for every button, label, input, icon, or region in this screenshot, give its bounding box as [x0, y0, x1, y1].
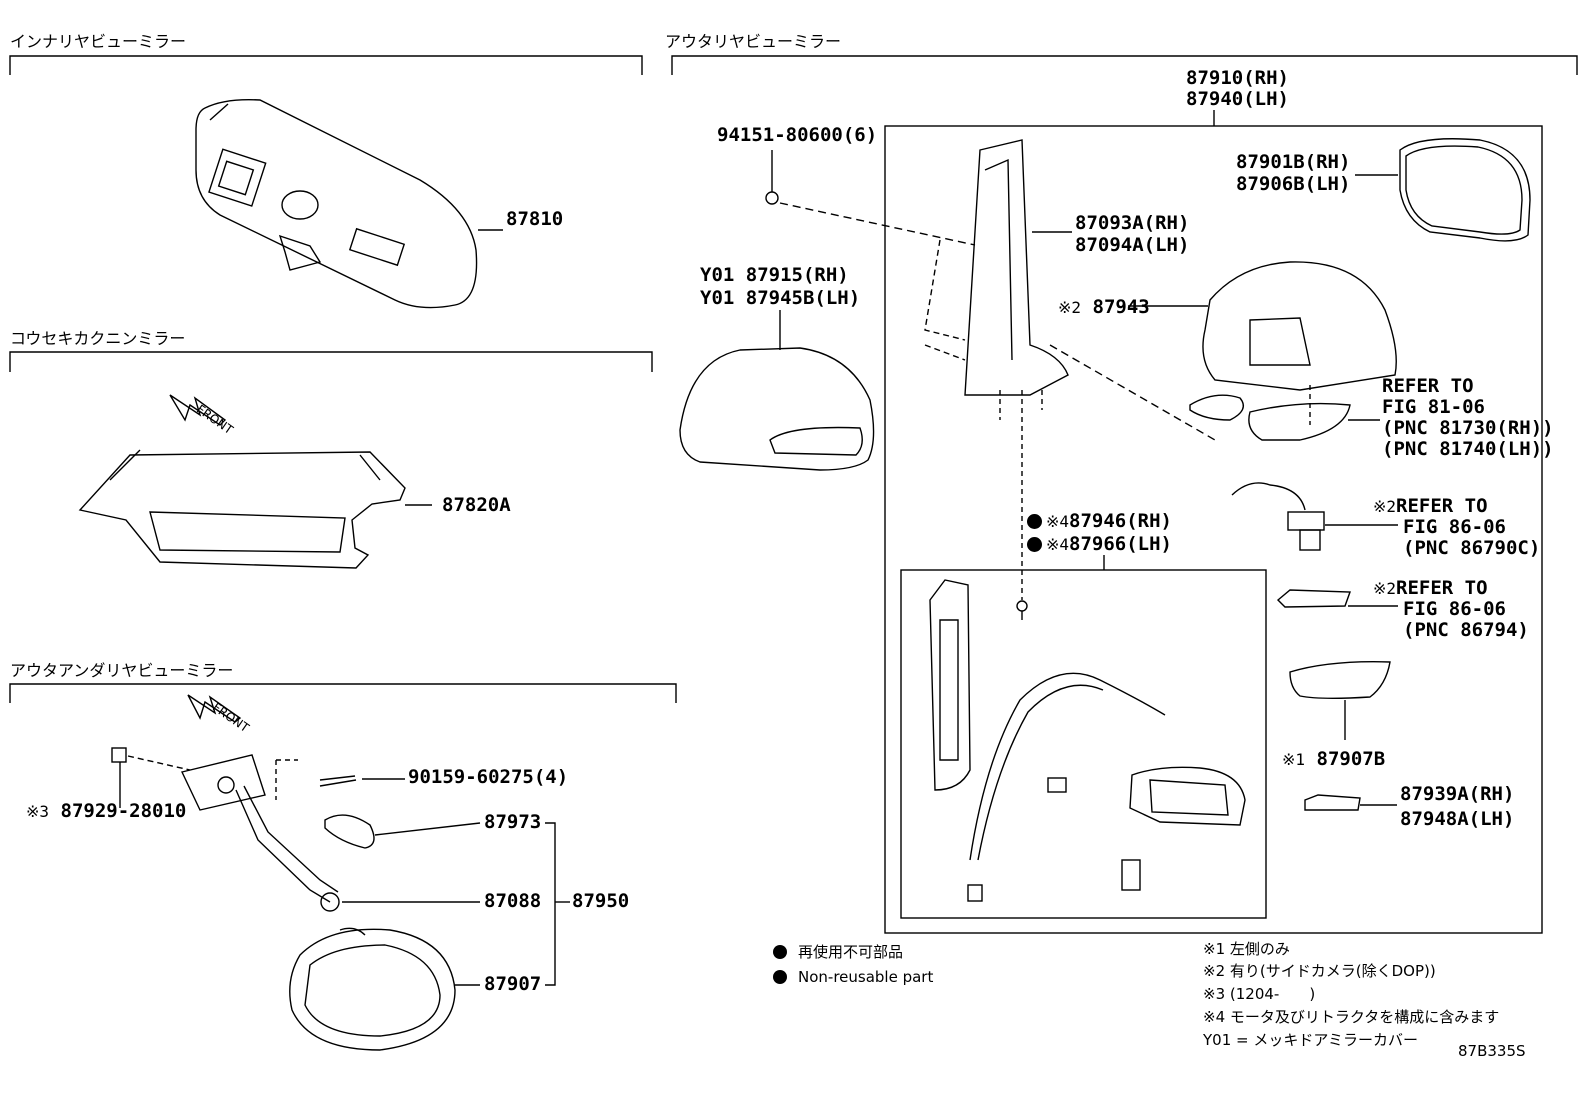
non-reusable-dot — [1027, 514, 1042, 529]
part-label: 87906B(LH) — [1236, 173, 1351, 195]
section-title-outer-mirror: アウタリヤビューミラー — [665, 32, 842, 51]
part-label-87946: ※487946(RH) — [1027, 510, 1172, 533]
refer-label: ※2REFER TO — [1373, 495, 1488, 518]
part-number: 87907B — [1316, 748, 1386, 770]
part-label: 87901B(RH) — [1236, 151, 1351, 173]
under-mirror-drawing — [111, 694, 570, 1051]
part-label: 87907 — [484, 973, 542, 995]
section-title-check-mirror: コウセキカクニンミラー — [10, 329, 186, 348]
part-number: 87946(RH) — [1069, 510, 1172, 532]
check-mirror-drawing — [78, 394, 432, 569]
section-title-under-mirror: アウタアンダリヤビューミラー — [10, 661, 234, 680]
figure-code: 87B335S — [1458, 1042, 1526, 1060]
note-marker: ※4 — [1046, 535, 1070, 554]
refer-label: (PNC 86794) — [1403, 619, 1529, 641]
refer-label: FIG 86-06 — [1403, 598, 1506, 620]
refer-text: REFER TO — [1396, 577, 1488, 599]
part-label: 90159-60275(4) — [408, 766, 569, 788]
refer-label: (PNC 81730(RH)) — [1382, 417, 1554, 439]
note-marker: ※2 — [1058, 298, 1082, 317]
part-label: 87094A(LH) — [1075, 234, 1190, 256]
part-number: 87943 — [1092, 296, 1150, 318]
part-label: 87088 — [484, 890, 542, 912]
note-marker: ※3 — [26, 802, 50, 821]
refer-text: REFER TO — [1396, 495, 1488, 517]
part-label: 87820A — [442, 494, 511, 516]
footnote: ※2 有り(サイドカメラ(除くDOP)) — [1203, 962, 1436, 980]
part-label: 87810 — [506, 208, 564, 230]
part-label-87966: ※487966(LH) — [1027, 533, 1172, 556]
footnote: ※3 (1204- ) — [1203, 985, 1316, 1003]
footnote: ※1 左側のみ — [1203, 940, 1290, 958]
refer-label: (PNC 81740(LH)) — [1382, 438, 1554, 460]
part-number: 87929-28010 — [60, 800, 187, 822]
part-label: Y01 87915(RH) — [700, 264, 849, 286]
refer-label: FIG 81-06 — [1382, 396, 1485, 418]
refer-label: REFER TO — [1382, 375, 1474, 397]
footnote: ※4 モータ及びリトラクタを構成に含みます — [1203, 1008, 1500, 1026]
part-label-87929: ※3 87929-28010 — [26, 800, 186, 823]
outer-mirror-drawing — [679, 110, 1543, 984]
part-label: Y01 87945B(LH) — [700, 287, 861, 309]
legend-nonreusable-jp: 再使用不可部品 — [798, 943, 904, 961]
part-number: 87966(LH) — [1069, 533, 1172, 555]
legend-nonreusable-en: Non-reusable part — [798, 968, 934, 986]
inner-mirror-drawing — [195, 98, 503, 309]
section-brackets — [9, 55, 1578, 703]
part-label: 87093A(RH) — [1075, 212, 1190, 234]
part-label: 87973 — [484, 811, 542, 833]
refer-label: FIG 86-06 — [1403, 516, 1506, 538]
section-title-inner-mirror: インナリヤビューミラー — [10, 32, 187, 51]
note-marker: ※2 — [1373, 497, 1397, 516]
note-marker: ※4 — [1046, 512, 1070, 531]
part-label: 87950 — [572, 890, 630, 912]
part-label: 87948A(LH) — [1400, 808, 1515, 830]
part-label-87907b: ※1 87907B — [1282, 748, 1385, 771]
part-label: 87939A(RH) — [1400, 783, 1515, 805]
refer-label: (PNC 86790C) — [1403, 537, 1541, 559]
non-reusable-dot — [1027, 537, 1042, 552]
part-label: 87940(LH) — [1186, 88, 1289, 110]
part-label-87943: ※2 87943 — [1058, 296, 1150, 319]
note-marker: ※1 — [1282, 750, 1306, 769]
part-label: 94151-80600(6) — [717, 124, 878, 146]
note-marker: ※2 — [1373, 579, 1397, 598]
footnote: Y01 = メッキドアミラーカバー — [1203, 1031, 1419, 1049]
refer-label: ※2REFER TO — [1373, 577, 1488, 600]
part-label: 87910(RH) — [1186, 67, 1289, 89]
